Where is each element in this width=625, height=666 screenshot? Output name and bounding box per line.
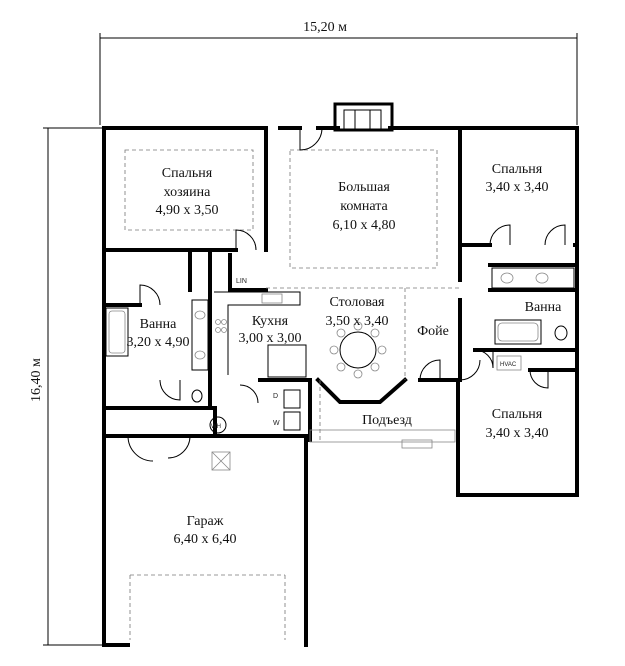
doors — [127, 127, 566, 462]
fireplace — [333, 102, 394, 132]
bath-left-size: 3,20 x 4,90 — [127, 335, 190, 350]
garage-size: 6,40 x 6,40 — [174, 532, 237, 547]
water-heater-label: WH — [211, 424, 221, 430]
dashed-lines — [124, 149, 460, 640]
garage-name: Гараж — [187, 514, 224, 529]
hvac-label: HVAC — [500, 362, 517, 368]
dining-name: Столовая — [330, 295, 386, 310]
kitchen-size: 3,00 x 3,00 — [239, 331, 302, 346]
great-room-size: 6,10 x 4,80 — [333, 218, 396, 233]
great-room-name: Большая — [338, 180, 390, 195]
dining-size: 3,50 x 3,40 — [326, 314, 389, 329]
foyer-name: Фойе — [417, 324, 449, 339]
porch-name: Подъезд — [362, 413, 412, 428]
bath-right-name: Ванна — [525, 300, 563, 315]
fixtures — [105, 267, 575, 471]
washer-label: W — [273, 420, 280, 427]
dryer-label: D — [273, 393, 278, 400]
kitchen-name: Кухня — [252, 314, 289, 329]
master-bedroom-name: Спальня — [162, 166, 213, 181]
bedroom-bottom-size: 3,40 x 3,40 — [486, 426, 549, 441]
exterior-walls — [102, 126, 579, 647]
master-bedroom-size: 4,90 x 3,50 — [156, 203, 219, 218]
porch — [309, 429, 456, 449]
overall-height-label: 16,40 м — [29, 358, 44, 402]
bedroom-top-size: 3,40 x 3,40 — [486, 180, 549, 195]
bath-left-name: Ванна — [140, 317, 178, 332]
great-room-name-2: комната — [340, 199, 388, 214]
overall-width-label: 15,20 м — [303, 20, 347, 35]
bedroom-top-name: Спальня — [492, 162, 543, 177]
linen-closet-label: LIN — [236, 278, 247, 285]
dimension-lines — [43, 33, 578, 646]
master-bedroom-name-2: хозяина — [164, 185, 211, 200]
bedroom-bottom-name: Спальня — [492, 407, 543, 422]
interior-walls — [102, 126, 579, 442]
